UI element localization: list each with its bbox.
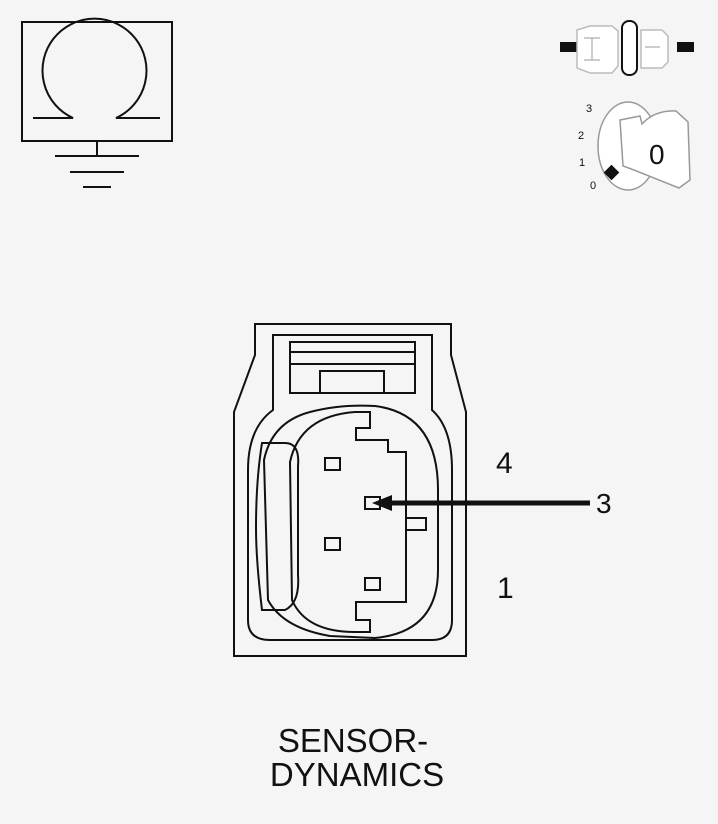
connector-name-line2: DYNAMICS: [270, 756, 444, 793]
pin-cavity-4: [324, 457, 341, 471]
pin-label-1: 1: [497, 572, 514, 605]
ignition-position-3: 3: [586, 103, 592, 115]
ignition-position-1: 1: [579, 157, 585, 169]
connector-body: [233, 323, 467, 657]
connector-disconnect-icon: [560, 20, 694, 76]
pin-label-3: 3: [596, 488, 612, 519]
connector-name-line1: SENSOR-: [278, 722, 428, 759]
ignition-key-icon: 3 2 1 0 0: [578, 101, 691, 192]
pin-cavity-2: [324, 537, 341, 551]
ignition-key-label: 0: [649, 139, 665, 170]
pin-3-callout-arrow: [372, 495, 590, 511]
pin-cavity-1: [364, 577, 381, 591]
ignition-position-0: 0: [590, 180, 596, 192]
connector-latch: [289, 341, 416, 394]
ohm-ground-icon: [21, 17, 173, 188]
pin-label-4: 4: [496, 447, 513, 480]
ignition-position-2: 2: [578, 130, 584, 142]
